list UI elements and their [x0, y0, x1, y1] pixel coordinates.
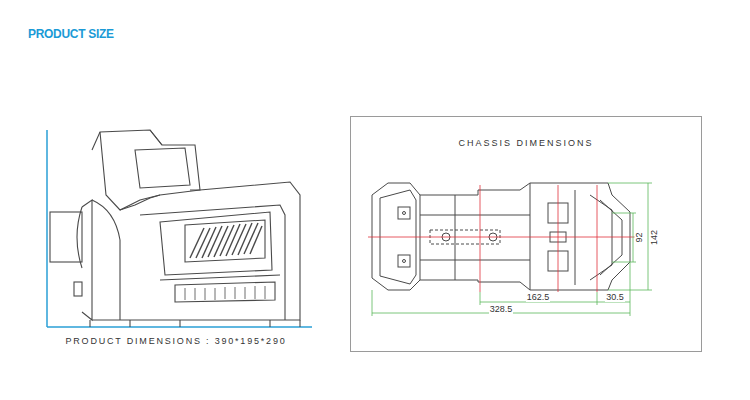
page-title: PRODUCT SIZE: [28, 27, 114, 41]
dimension-value: 92: [634, 231, 643, 243]
dimension-value: 142: [651, 228, 660, 245]
product-dimensions: PRODUCT DIMENSIONS : 390*195*290: [66, 337, 287, 346]
panel-heading: CHASSIS DIMENSIONS: [351, 138, 701, 148]
dimension-value: 30.5: [605, 293, 625, 302]
dimension-value: 328.5: [489, 305, 514, 314]
dimension-value: 162.5: [526, 293, 551, 302]
